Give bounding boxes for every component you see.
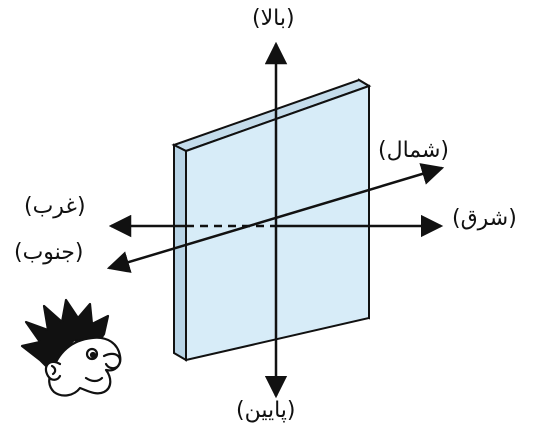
- up-label: (بالا): [252, 8, 295, 30]
- plate-left-edge: [174, 145, 186, 360]
- down-label: (پایین): [236, 400, 296, 422]
- east-label: (شرق): [452, 208, 517, 230]
- south-label: (جنوب): [14, 242, 83, 264]
- north-label: (شمال): [378, 140, 449, 162]
- cartoon-person-head-icon: [22, 300, 120, 395]
- west-label: (غرب): [24, 196, 86, 218]
- plate-front-face: [186, 86, 369, 360]
